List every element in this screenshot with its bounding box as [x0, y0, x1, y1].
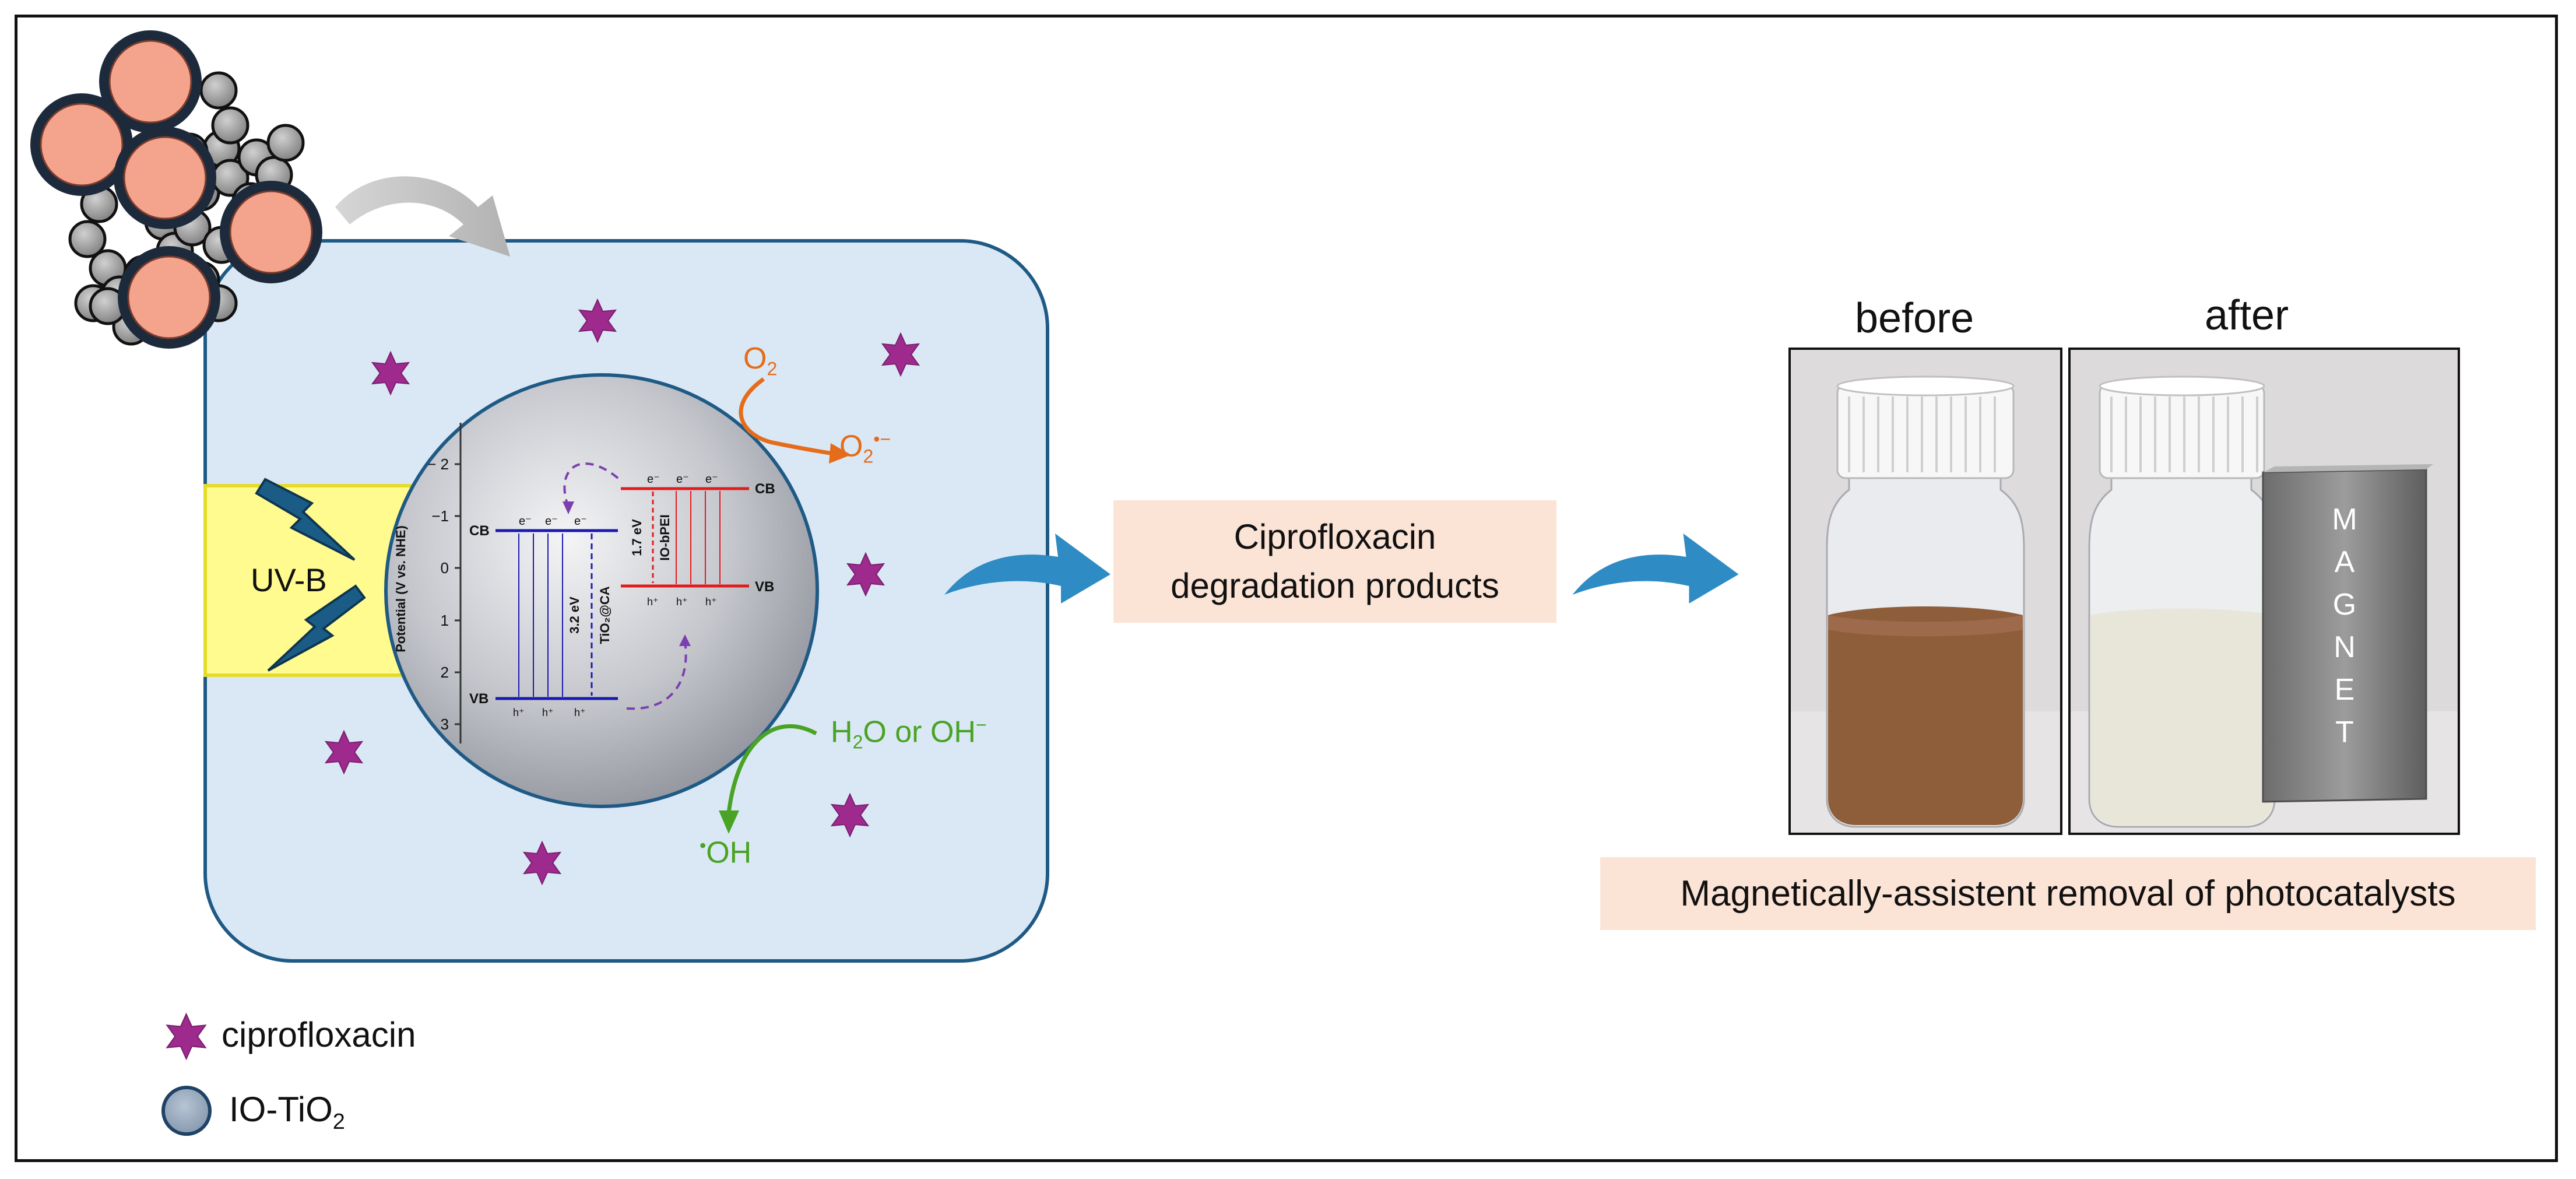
lightning-icon: [255, 478, 356, 561]
bpei-name-label: IO-bPEI: [658, 514, 672, 560]
superoxide-label: O2•−: [839, 429, 891, 467]
y-tick: −1: [431, 507, 449, 525]
hole-label: h⁺: [542, 707, 554, 718]
magnet-letters: M A G N E T: [2332, 503, 2357, 749]
hole-label: h⁺: [513, 707, 525, 718]
y-tick: 2: [441, 664, 449, 681]
blue-arrow-icon: [1572, 534, 1739, 603]
electron-label: e⁻: [545, 515, 558, 528]
figure-frame: [15, 15, 2558, 1162]
hole-label: h⁺: [705, 596, 717, 608]
bpei-gap-label: 1.7 eV: [630, 519, 644, 556]
bpei-vb-label: VB: [755, 579, 774, 595]
after-photo: M A G N E T: [2068, 348, 2460, 835]
reactor-graphic: − 2 −1 0 1 2 3 Potential (V vs. NHE) CB …: [30, 30, 1049, 1136]
hole-label: h⁺: [676, 596, 688, 608]
legend-ciprofloxacin-icon: [166, 1013, 206, 1059]
photocatalyst-sphere: [384, 373, 819, 808]
electron-label: e⁻: [676, 473, 689, 486]
tio2-cb-label: CB: [469, 523, 490, 539]
water-label: H2O or OH−: [831, 714, 987, 753]
energy-diagram: − 2 −1 0 1 2 3 Potential (V vs. NHE) CB …: [393, 423, 775, 743]
legend-ciprofloxacin-label: ciprofloxacin: [222, 1015, 416, 1054]
oxygen-arrow: [739, 377, 834, 456]
y-tick: 1: [441, 612, 449, 629]
uv-b-label: UV-B: [251, 562, 327, 598]
electron-label: e⁻: [574, 515, 587, 528]
tio2-name-label: TiO₂@CA: [598, 586, 612, 644]
electron-label: e⁻: [519, 515, 532, 528]
nanoparticle-cluster: [30, 30, 322, 349]
blue-arrow-icon: [944, 534, 1110, 603]
magnetic-removal-label: Magnetically-assistent removal of photoc…: [1600, 857, 2536, 930]
legend-io-tio2-label: IO-TiO2: [229, 1090, 345, 1134]
tio2-gap-label: 3.2 eV: [567, 596, 582, 634]
electron-label: e⁻: [705, 473, 718, 486]
hole-label: h⁺: [647, 596, 659, 608]
electron-label: e⁻: [647, 473, 660, 486]
y-tick: 0: [441, 559, 449, 577]
legend-io-tio2-icon: [161, 1086, 212, 1136]
before-heading: before: [1855, 295, 1974, 342]
water-arrow: [726, 724, 817, 814]
curved-arrow-icon: [335, 176, 510, 257]
after-heading: after: [2205, 292, 2289, 339]
degradation-products-label: Ciprofloxacin degradation products: [1113, 500, 1556, 623]
bpei-cb-label: CB: [755, 481, 775, 497]
before-photo: [1788, 348, 2062, 835]
y-axis-label: Potential (V vs. NHE): [393, 525, 408, 652]
y-tick: 3: [441, 715, 449, 733]
hole-label: h⁺: [574, 707, 586, 718]
y-tick: − 2: [427, 455, 449, 473]
oxygen-label: O2: [743, 342, 778, 380]
lightning-icon: [267, 584, 366, 672]
tio2-vb-label: VB: [469, 691, 489, 707]
hydroxyl-label: •OH: [700, 835, 752, 870]
